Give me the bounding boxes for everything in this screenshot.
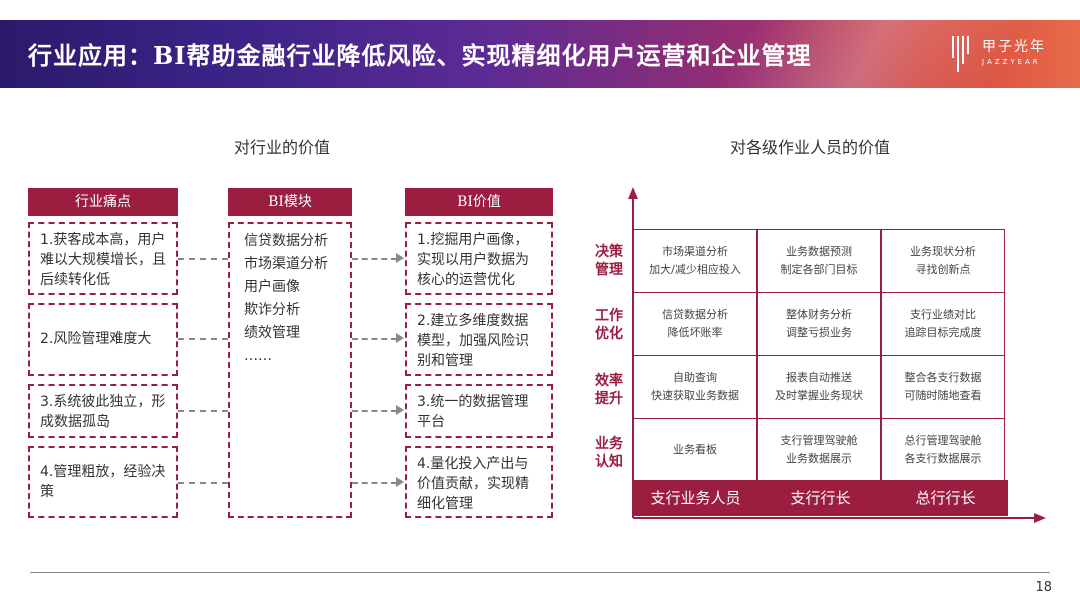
bi-module-item: 市场渠道分析 xyxy=(244,256,328,272)
value-item: 2.建立多维度数据模型，加强风险识别和管理 xyxy=(405,303,553,376)
left-section-title: 对行业的价值 xyxy=(234,138,331,157)
x-axis-arrow-icon xyxy=(1034,513,1046,523)
value-item: 4.量化投入产出与价值贡献，实现精细化管理 xyxy=(405,446,553,518)
arrowhead-icon xyxy=(396,333,404,343)
matrix-cell: 报表自动推送及时掌握业务现状 xyxy=(757,355,881,419)
matrix-cell: 支行管理驾驶舱业务数据展示 xyxy=(757,418,881,482)
footer-divider xyxy=(30,572,1050,573)
bi-module-list: 信贷数据分析 市场渠道分析 用户画像 欺诈分析 绩效管理 …… xyxy=(228,222,352,518)
row-label: 效率提升 xyxy=(595,373,623,407)
bi-module-item: 用户画像 xyxy=(244,279,300,295)
value-item: 1.挖掘用户画像，实现以用户数据为核心的运营优化 xyxy=(405,222,553,295)
matrix-cell: 自助查询快速获取业务数据 xyxy=(633,355,757,419)
arrowhead-icon xyxy=(396,477,404,487)
connector-arrow-line xyxy=(352,258,397,260)
connector-line xyxy=(178,482,228,484)
column-label: 支行业务人员 xyxy=(650,489,741,507)
brand-logo: 甲子光年 JAZZYEAR xyxy=(952,36,1062,76)
arrowhead-icon xyxy=(396,253,404,263)
row-label: 业务认知 xyxy=(595,436,623,470)
connector-arrow-line xyxy=(352,482,397,484)
connector-line xyxy=(178,258,228,260)
header-banner xyxy=(0,20,1080,88)
connector-arrow-line xyxy=(352,338,397,340)
matrix-cell: 整体财务分析调整亏损业务 xyxy=(757,292,881,356)
column-label: 总行行长 xyxy=(915,489,976,507)
matrix-cell: 业务看板 xyxy=(633,418,757,482)
matrix-cell: 支行业绩对比追踪目标完成度 xyxy=(881,292,1005,356)
column-label: 支行行长 xyxy=(790,489,851,507)
page-number: 18 xyxy=(1035,580,1052,595)
connector-line xyxy=(178,410,228,412)
connector-line xyxy=(178,338,228,340)
pain-item: 1.获客成本高，用户难以大规模增长，且后续转化低 xyxy=(28,222,178,295)
arrowhead-icon xyxy=(396,405,404,415)
bi-module-item: …… xyxy=(244,348,272,364)
page-title: 行业应用：BI帮助金融行业降低风险、实现精细化用户运营和企业管理 xyxy=(28,41,812,70)
column-header-bar xyxy=(633,480,1008,516)
right-section-title: 对各级作业人员的价值 xyxy=(730,138,891,157)
matrix-cell: 整合各支行数据可随时随地查看 xyxy=(881,355,1005,419)
row-label: 决策管理 xyxy=(595,244,623,278)
value-column-header: BI价值 xyxy=(405,188,553,216)
pain-column-header: 行业痛点 xyxy=(28,188,178,216)
pain-item: 4.管理粗放，经验决策 xyxy=(28,446,178,518)
connector-arrow-line xyxy=(352,410,397,412)
bi-module-item: 信贷数据分析 xyxy=(244,233,328,249)
pain-item: 2.风险管理难度大 xyxy=(28,303,178,376)
logo-text: 甲子光年 xyxy=(982,39,1046,55)
matrix-cell: 市场渠道分析加大/减少相应投入 xyxy=(633,229,757,293)
logo-subtext: JAZZYEAR xyxy=(982,58,1041,66)
matrix-cell: 业务现状分析寻找创新点 xyxy=(881,229,1005,293)
matrix-cell: 业务数据预测制定各部门目标 xyxy=(757,229,881,293)
bi-module-item: 欺诈分析 xyxy=(244,302,300,318)
value-item: 3.统一的数据管理平台 xyxy=(405,384,553,438)
row-label: 工作优化 xyxy=(595,308,623,342)
bi-column-header: BI模块 xyxy=(228,188,352,216)
y-axis-arrow-icon xyxy=(628,187,638,199)
matrix-cell: 信贷数据分析降低坏账率 xyxy=(633,292,757,356)
banner-shine xyxy=(660,20,1080,88)
matrix-cell: 总行管理驾驶舱各支行数据展示 xyxy=(881,418,1005,482)
bi-module-item: 绩效管理 xyxy=(244,325,300,341)
pain-item: 3.系统彼此独立，形成数据孤岛 xyxy=(28,384,178,438)
logo-mark-icon xyxy=(952,36,972,72)
